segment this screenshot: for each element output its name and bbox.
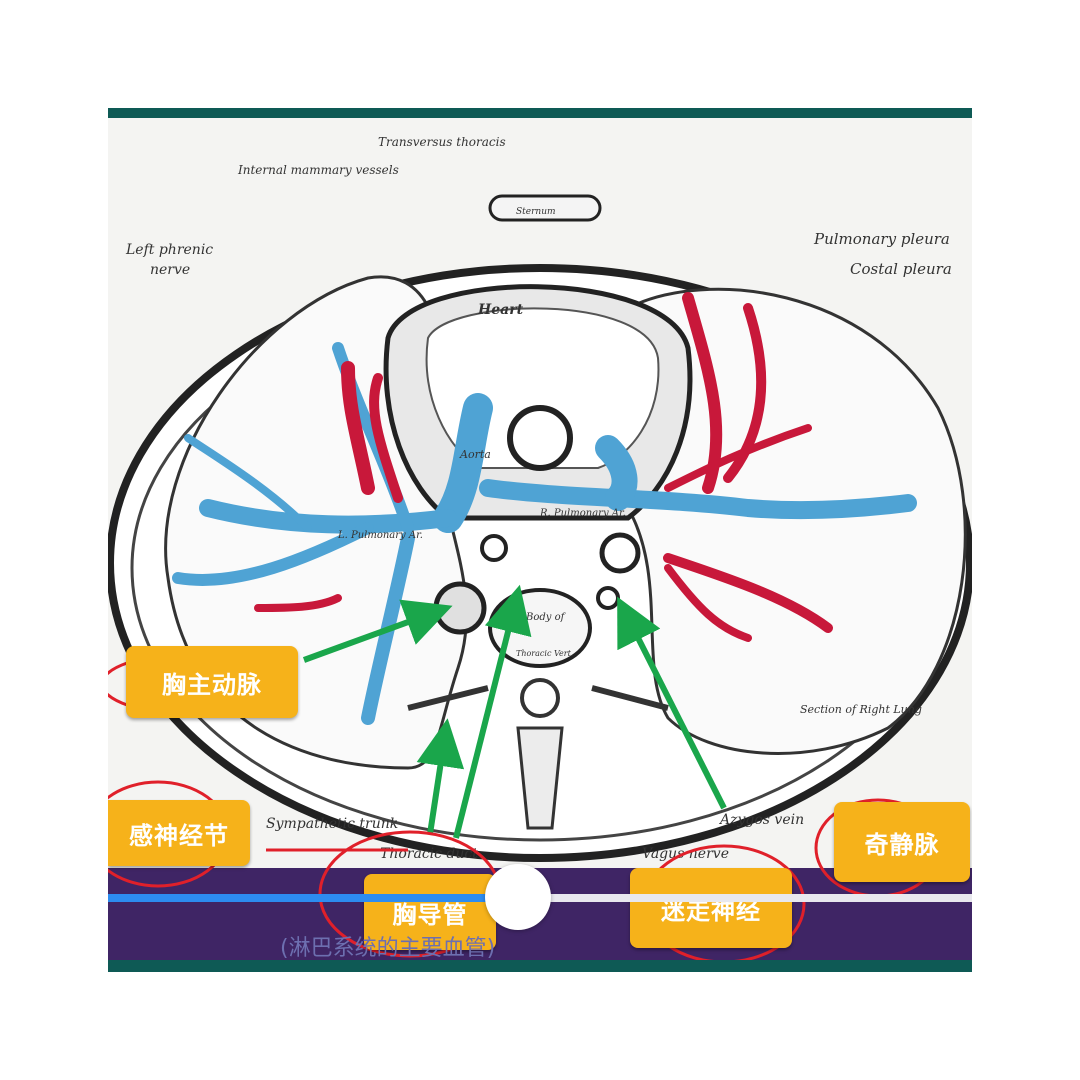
label-sternum: Sternum (516, 207, 556, 217)
thorax-cross-section-diagram: Transversus thoracis Internal mammary ve… (108, 135, 972, 964)
label-body-of: Body of (525, 612, 567, 623)
sternum-bone (488, 194, 602, 222)
top-band (108, 108, 972, 118)
tag-thoracic-duct: 胸导管 (364, 874, 496, 950)
label-left-phrenic-1: Left phrenic (125, 242, 213, 258)
aorta-ring (507, 405, 573, 471)
progress-thumb[interactable] (485, 864, 552, 930)
azygos-vessel (596, 586, 620, 610)
tag-thoracic-aorta: 胸主动脉 (126, 646, 298, 718)
tag-thoracic-aorta-text: 胸主动脉 (162, 670, 262, 699)
label-thoracic-duct: Thoracic duct (380, 846, 478, 862)
label-aorta: Aorta (459, 448, 491, 461)
pulmonary-vessels-blue (172, 342, 917, 725)
label-thoracic-vert: Thoracic Vert. (516, 649, 573, 658)
tag-thoracic-duct-text: 胸导管 (392, 900, 468, 929)
tag-sympathetic-ganglion: 感神经节 (108, 800, 250, 866)
descending-aorta (433, 581, 487, 635)
label-internal-mammary: Internal mammary vessels (237, 163, 399, 177)
pulmonary-vessels-red (254, 292, 833, 642)
label-left-phrenic-2: nerve (150, 262, 190, 278)
label-r-pulmonary: R. Pulmonary Ar. (539, 508, 626, 519)
label-section-right-lung: Section of Right Lung (800, 703, 922, 716)
label-costal-pleura: Costal pleura (850, 260, 952, 278)
label-heart: Heart (477, 302, 524, 318)
green-arrows (302, 584, 727, 839)
progress-fill (108, 894, 519, 902)
tag-azygos-vein-text: 奇静脉 (864, 830, 940, 859)
label-pulmonary-pleura: Pulmonary pleura (813, 230, 950, 248)
tag-vagus-nerve: 迷走神经 (630, 868, 792, 948)
label-l-pulmonary: L. Pulmonary Ar. (337, 530, 423, 541)
bronchus (599, 532, 641, 574)
label-sympathetic-trunk: Sympathetic trunk (266, 816, 398, 832)
video-frame[interactable]: Transversus thoracis Internal mammary ve… (108, 108, 972, 972)
tag-sympathetic-ganglion-text: 感神经节 (129, 821, 229, 850)
label-azygos-vein: Azygos vein (718, 812, 804, 828)
bottom-band (108, 960, 972, 972)
tag-azygos-vein: 奇静脉 (834, 802, 970, 882)
subtitle-text: (淋巴系统的主要血管) (280, 936, 496, 961)
label-transversus-thoracis: Transversus thoracis (378, 135, 506, 149)
